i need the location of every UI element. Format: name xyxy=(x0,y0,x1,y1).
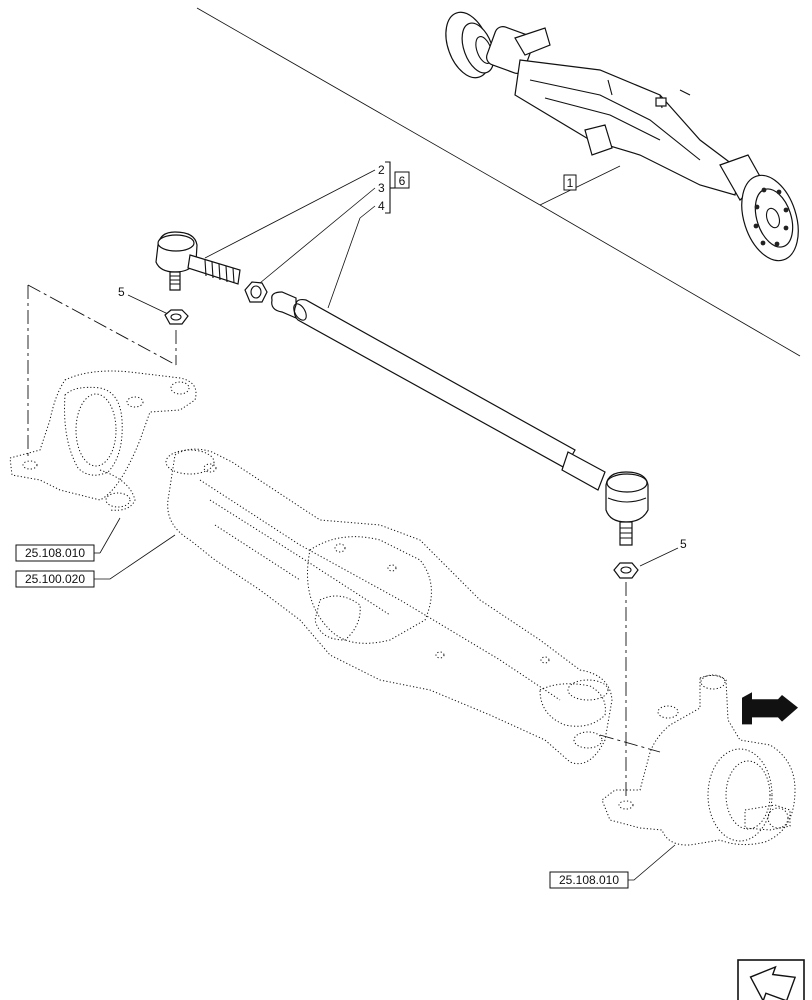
ref-knuckle-right-label: 25.108.010 xyxy=(559,873,619,887)
ref-leader-knuckle-right xyxy=(628,844,676,881)
ref-box-axle-housing[interactable]: 25.100.020 xyxy=(15,570,95,588)
tie-rod-end-left xyxy=(155,231,241,291)
ref-box-knuckle-right[interactable]: 25.108.010 xyxy=(549,871,629,889)
axle-housing xyxy=(165,448,613,765)
callout-group-tie-rod: 2 3 4 6 xyxy=(204,161,410,309)
ref-knuckle-left-label: 25.108.010 xyxy=(25,546,85,560)
callout-3-label: 3 xyxy=(378,181,385,195)
callout-1: 1 xyxy=(563,174,577,191)
axle-assembly-overview xyxy=(445,11,799,262)
callout-5-left-label: 5 xyxy=(118,285,125,299)
callout-6-label: 6 xyxy=(399,174,406,188)
castle-nut-right: 5 xyxy=(613,537,687,579)
castle-nut-left: 5 xyxy=(118,285,189,325)
ref-leader-knuckle-left-2 xyxy=(99,517,121,554)
section-divider xyxy=(196,7,801,357)
ref-box-knuckle-left[interactable]: 25.108.010 xyxy=(15,544,95,562)
callout-1-label: 1 xyxy=(567,176,574,190)
ref-axle-housing-label: 25.100.020 xyxy=(25,572,85,586)
steering-knuckle-left xyxy=(9,370,197,511)
alignment-lines xyxy=(27,284,661,800)
callout-2-label: 2 xyxy=(378,163,385,177)
ref-leader-axle-housing xyxy=(94,534,176,580)
callout-5-right-label: 5 xyxy=(680,537,687,551)
callout-4-label: 4 xyxy=(378,199,385,213)
tie-rod-end-right xyxy=(605,471,649,546)
previous-page-arrow-icon[interactable] xyxy=(737,692,805,1000)
tie-rod-tube xyxy=(271,291,606,491)
jam-nut xyxy=(244,281,268,303)
steering-knuckle-right xyxy=(601,674,796,846)
